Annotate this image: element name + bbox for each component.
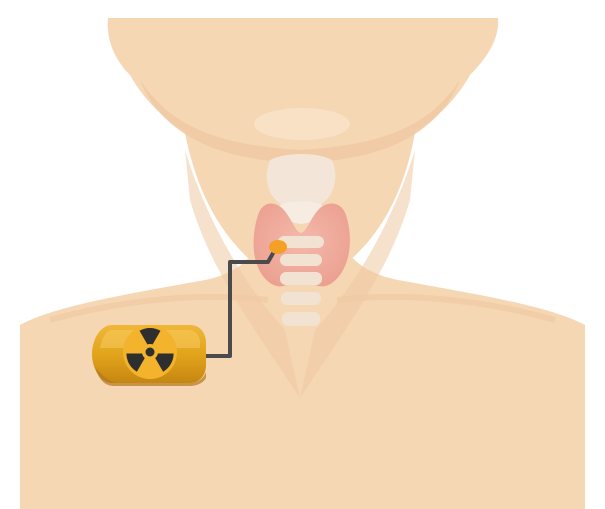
chin xyxy=(254,108,350,140)
trachea-ring xyxy=(280,254,322,266)
radioactive-seed xyxy=(269,240,287,254)
trachea-ring xyxy=(282,312,320,326)
radiation-hazard-icon xyxy=(123,325,177,379)
trachea-ring xyxy=(281,292,321,305)
radiation-capsule xyxy=(92,325,206,386)
trachea-ring xyxy=(280,272,322,285)
